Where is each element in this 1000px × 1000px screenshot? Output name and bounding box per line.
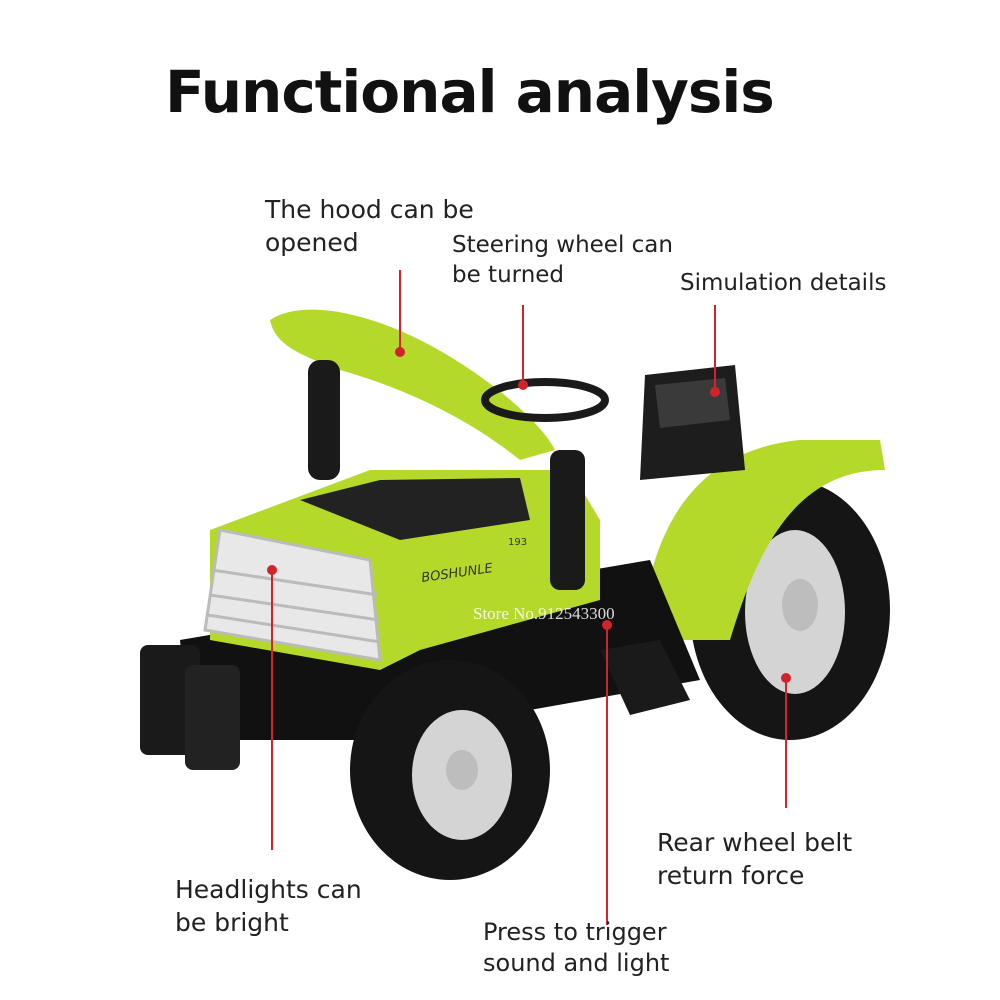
watermark: Store No.912543300 (473, 604, 615, 623)
model-badge: 193 (508, 537, 527, 548)
callout-text: be bright (175, 908, 289, 937)
front-weights (140, 645, 240, 770)
callout-dots (267, 347, 791, 683)
callout-text: be turned (452, 262, 565, 288)
hood (270, 309, 555, 460)
step-ladder (600, 640, 690, 715)
callout-text: Headlights can (175, 875, 362, 904)
callout-steering: Steering wheel can be turned (452, 230, 673, 290)
callout-text: sound and light (483, 949, 670, 977)
callout-text: Steering wheel can (452, 232, 673, 258)
steering-wheel (481, 378, 609, 422)
rear-fender (640, 440, 885, 640)
callout-text: Press to trigger (483, 918, 667, 946)
callout-simulation: Simulation details (680, 267, 886, 300)
callout-text: The hood can be (265, 195, 474, 224)
callout-rear-wheel: Rear wheel belt return force (657, 826, 852, 892)
callout-text: Rear wheel belt (657, 828, 853, 857)
engine-bay (300, 478, 530, 540)
callout-lines (271, 270, 787, 925)
exhaust-pipe (308, 360, 340, 480)
callout-text: opened (265, 228, 359, 257)
seat (640, 365, 745, 480)
callout-text: Simulation details (680, 270, 887, 296)
page-title: Functional analysis (165, 58, 775, 126)
air-intake (550, 450, 585, 590)
callout-headlights: Headlights can be bright (175, 873, 362, 939)
callout-hood: The hood can be opened (265, 193, 474, 259)
front-wheel (350, 660, 550, 880)
callout-text: return force (657, 861, 805, 890)
callout-press: Press to trigger sound and light (483, 917, 669, 979)
headlight-grille (203, 528, 382, 662)
